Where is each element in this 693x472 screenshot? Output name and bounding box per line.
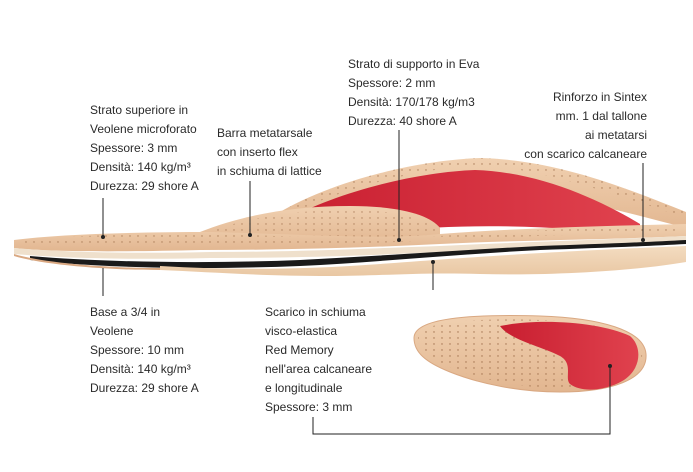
label-line: Veolene microforato (90, 122, 197, 136)
label-line: Densità: 170/178 kg/m3 (348, 95, 475, 109)
label-line: Rinforzo in Sintex (552, 90, 647, 104)
leader-scarico (312, 366, 611, 435)
label-strato-supporto: Strato di supporto in Eva Spessore: 2 mm… (348, 55, 479, 131)
label-line: Strato di supporto in Eva (348, 57, 480, 71)
label-line: Densità: 140 kg/m³ (90, 160, 191, 174)
label-line: e longitudinale (265, 381, 343, 395)
label-line: Scarico in schiuma (265, 305, 366, 319)
label-line: ai metatarsi (584, 128, 647, 142)
label-line: Spessore: 3 mm (265, 400, 353, 414)
label-strato-superiore: Strato superiore in Veolene microforato … (90, 101, 199, 196)
leader-dot-base (431, 260, 435, 264)
label-line: nell'area calcaneare (265, 362, 373, 376)
label-barra-metatarsale: Barra metatarsale con inserto flex in sc… (217, 124, 322, 181)
label-line: Veolene (90, 324, 134, 338)
label-line: Durezza: 29 shore A (90, 381, 199, 395)
label-line: visco-elastica (265, 324, 338, 338)
label-line: Barra metatarsale (217, 126, 313, 140)
leader-dot-strato-superiore (101, 235, 105, 239)
eva-support-layer (14, 236, 686, 259)
label-base: Base a 3/4 in Veolene Spessore: 10 mm De… (90, 303, 199, 398)
label-line: con inserto flex (217, 145, 298, 159)
top-layer-perforation (20, 226, 680, 246)
label-line: mm. 1 dal tallone (555, 109, 647, 123)
leader-dot-barra (248, 233, 252, 237)
label-line: Base a 3/4 in (90, 305, 161, 319)
label-line: Densità: 140 kg/m³ (90, 362, 191, 376)
label-line: Red Memory (265, 343, 334, 357)
insole-top-view-red-zone (500, 321, 639, 390)
leader-dot-supporto (397, 238, 401, 242)
label-line: Strato superiore in (90, 103, 189, 117)
forefoot-edge (14, 254, 160, 270)
label-line: Durezza: 29 shore A (90, 179, 199, 193)
label-line: con scarico calcaneare (524, 147, 647, 161)
label-line: Spessore: 3 mm (90, 141, 178, 155)
label-scarico-red-memory: Scarico in schiuma visco-elastica Red Me… (265, 303, 372, 417)
leader-dot-rinforzo (641, 238, 645, 242)
label-line: Spessore: 10 mm (90, 343, 185, 357)
label-line: in schiuma di lattice (217, 164, 322, 178)
black-layer (30, 240, 686, 268)
label-line: Durezza: 40 shore A (348, 114, 457, 128)
label-line: Spessore: 2 mm (348, 76, 436, 90)
leader-dot-scarico (608, 364, 612, 368)
heel-cup-perforation (270, 158, 686, 222)
label-rinforzo-sintex: Rinforzo in Sintex mm. 1 dal tallone ai … (524, 88, 647, 164)
base-foam (160, 246, 686, 276)
